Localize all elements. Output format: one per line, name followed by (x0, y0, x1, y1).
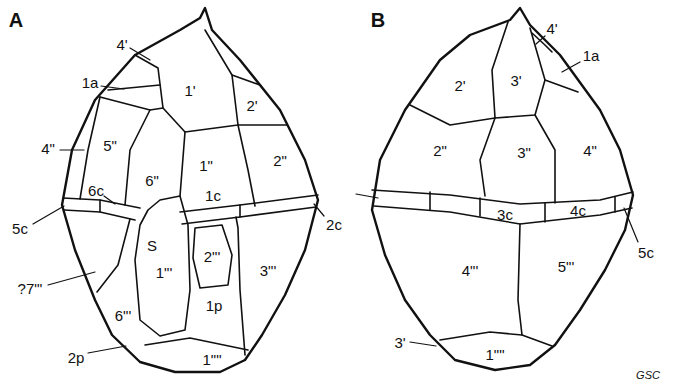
plate-label: 2"' (204, 249, 221, 264)
plate-label: 1a (82, 75, 99, 90)
cyst-outline (62, 8, 318, 372)
leader-line (88, 346, 126, 353)
plate-label: 1"' (156, 265, 173, 280)
plate-line (410, 105, 495, 125)
panel-letter: A (9, 10, 23, 30)
plate-line (545, 80, 578, 92)
credit-text: GSC (636, 370, 660, 381)
cingulum-line (374, 206, 632, 224)
leader-line (33, 206, 64, 224)
cingulum-line (429, 192, 431, 210)
plate-label: 2' (454, 78, 465, 93)
plate-label: S (147, 238, 157, 253)
plate-label: 6c (88, 183, 104, 198)
plate-label: 6"' (115, 308, 132, 323)
leader-line (536, 36, 545, 44)
plate-line (193, 225, 232, 288)
leader-line (48, 272, 95, 285)
plate-line (238, 124, 287, 126)
cingulum-line (372, 190, 633, 204)
leader-line (356, 194, 378, 198)
leader-line (130, 48, 150, 60)
plate-line (145, 338, 248, 350)
plate-line (232, 75, 260, 85)
plate-line (135, 30, 238, 132)
plate-line (125, 110, 150, 205)
leader-line (562, 62, 580, 72)
plate-label: 3' (510, 73, 521, 88)
plate-label: 1" (199, 158, 213, 173)
plate-label: 4"' (462, 263, 479, 278)
plate-line (440, 332, 552, 346)
plate-label: 6" (145, 173, 159, 188)
plate-label: 1' (184, 83, 195, 98)
plate-line (535, 115, 555, 203)
plate-line (238, 125, 255, 206)
plate-line (480, 118, 495, 196)
cingulum-line (182, 207, 316, 224)
plate-label: 5c (638, 245, 654, 260)
plate-line (97, 219, 130, 292)
plate-label: 1c (205, 188, 221, 203)
plate-label: 2p (68, 350, 85, 365)
plate-line (492, 22, 545, 118)
plate-label: 5"' (558, 259, 575, 274)
plate-label: 2c (326, 217, 342, 232)
plate-label: 2' (246, 98, 257, 113)
leader-line (410, 342, 436, 346)
plate-label: 3' (394, 335, 405, 350)
plate-line (236, 217, 245, 355)
plate-label: 1a (583, 48, 600, 63)
leader-line (60, 149, 84, 150)
plate-line (532, 33, 552, 52)
plate-label: 1p (206, 298, 223, 313)
plate-label: 2" (433, 143, 447, 158)
cingulum-line (63, 198, 140, 208)
sulcus-outline (135, 196, 190, 336)
plate-label: 4" (583, 143, 597, 158)
plate-line (100, 97, 163, 110)
cyst-outline (372, 8, 633, 370)
plate-label: 2" (273, 153, 287, 168)
plate-line (518, 224, 522, 335)
plate-label: ?7"' (18, 281, 43, 296)
plate-label: 3" (517, 145, 531, 160)
plate-label: 1"" (486, 347, 505, 362)
plate-label: 4c (570, 203, 586, 218)
plate-label: 4" (41, 141, 55, 156)
cingulum-line (239, 205, 241, 217)
leader-line (104, 196, 115, 204)
plate-label: 3c (497, 207, 513, 222)
plate-label: 4' (116, 37, 127, 52)
plate-line (180, 132, 185, 196)
cingulum-line (614, 197, 616, 212)
plate-label: 1"" (203, 352, 222, 367)
plate-label: 3"' (260, 263, 277, 278)
plate-label: 4' (546, 21, 557, 36)
plate-label: 5c (12, 221, 28, 236)
leader-line (314, 204, 324, 216)
cingulum-line (99, 200, 101, 212)
cingulum-line (479, 198, 481, 216)
leader-line (624, 208, 638, 242)
panel-letter: B (371, 10, 385, 30)
plate-label: 5" (103, 138, 117, 153)
leader-line (101, 86, 124, 89)
cingulum-line (544, 203, 546, 222)
